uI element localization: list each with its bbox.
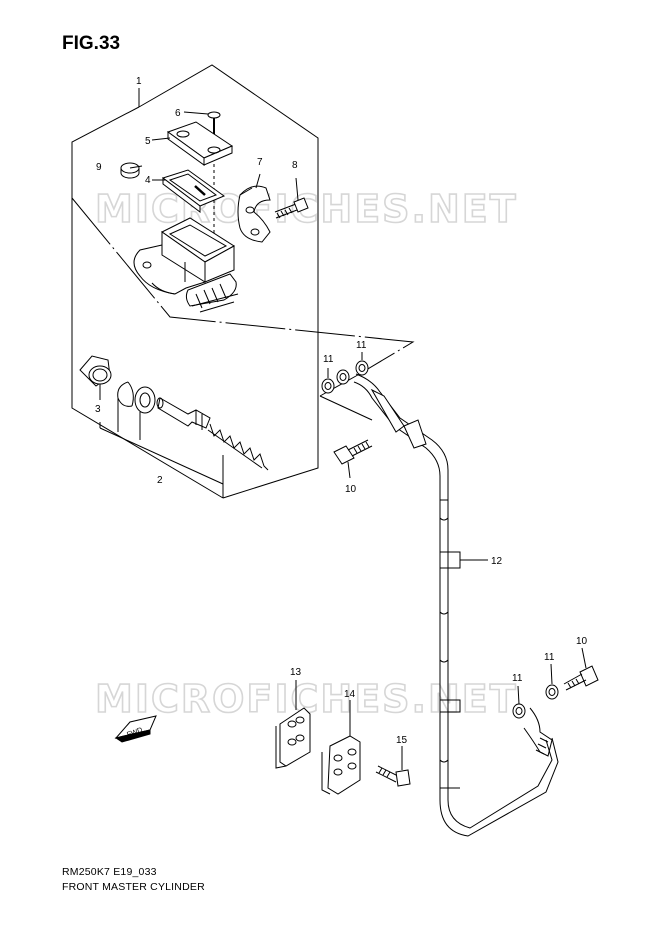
callout-1: 1 xyxy=(136,76,142,87)
forward-arrow-icon xyxy=(114,715,157,743)
bolt-8 xyxy=(274,197,309,219)
washer-11-e xyxy=(545,684,559,700)
callout-5: 5 xyxy=(145,136,151,147)
banjo-bolt-10-lower xyxy=(563,665,599,691)
figure-title: FIG.33 xyxy=(62,33,121,54)
bolt-15 xyxy=(375,746,411,787)
clamp-7 xyxy=(237,185,271,243)
hose-clamp-14 xyxy=(321,700,361,795)
diaphragm-4 xyxy=(161,169,226,214)
brake-hose-12 xyxy=(353,373,559,837)
footer-code: RM250K7 E19_033 xyxy=(62,866,157,878)
dust-boot-3 xyxy=(79,355,112,400)
callout-9: 9 xyxy=(96,162,102,173)
reservoir-cap-5 xyxy=(166,121,234,166)
callout-11-b: 11 xyxy=(356,340,367,351)
washer-11-a xyxy=(321,378,335,394)
callout-6: 6 xyxy=(175,108,181,119)
callout-13: 13 xyxy=(290,667,302,678)
washer-11-c xyxy=(355,360,369,376)
circlip xyxy=(117,381,134,432)
callout-11-c: 11 xyxy=(544,652,555,663)
plug-9 xyxy=(120,162,140,179)
piston-washer xyxy=(134,386,156,440)
piston-spring-2 xyxy=(156,397,269,498)
callout-15: 15 xyxy=(396,735,408,746)
banjo-bolt-10-upper xyxy=(333,439,373,465)
assembly-outline xyxy=(138,64,319,499)
pointer-lines xyxy=(71,197,415,377)
callout-10-lower: 10 xyxy=(576,636,588,647)
hose-guide-13 xyxy=(275,680,311,769)
callout-14: 14 xyxy=(344,689,356,700)
washer-11-b xyxy=(336,369,350,385)
callout-11-d: 11 xyxy=(512,673,523,684)
callout-10-upper: 10 xyxy=(345,484,357,495)
callout-12: 12 xyxy=(491,556,503,567)
callout-3: 3 xyxy=(95,404,101,415)
callout-7: 7 xyxy=(257,157,263,168)
master-cylinder-body xyxy=(133,217,239,313)
callout-8: 8 xyxy=(292,160,298,171)
callout-4: 4 xyxy=(145,175,151,186)
callout-11-a: 11 xyxy=(323,354,334,365)
washer-11-d xyxy=(512,703,526,719)
footer-name: FRONT MASTER CYLINDER xyxy=(62,881,205,893)
callout-2: 2 xyxy=(157,475,163,486)
